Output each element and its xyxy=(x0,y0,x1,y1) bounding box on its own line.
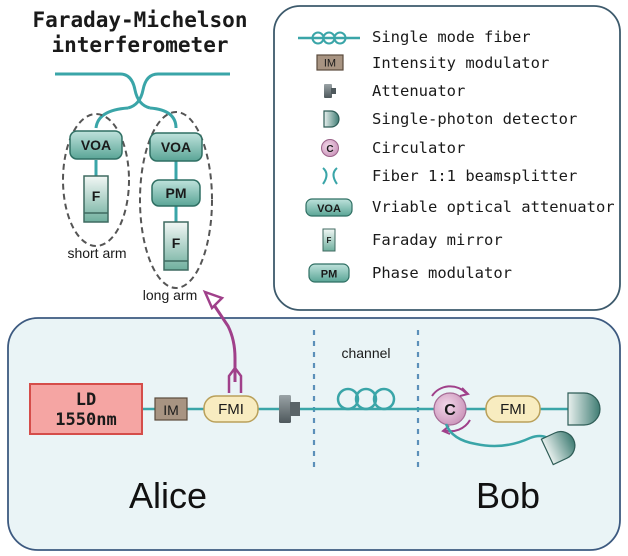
bs-fiber-left xyxy=(55,72,151,110)
intensity-modulator xyxy=(154,397,188,421)
long-arm-pm-label: PM xyxy=(166,185,187,201)
alice-fmi-label: FMI xyxy=(218,401,244,418)
channel-fiber-coil xyxy=(336,387,396,411)
legend-label-4: Circulator xyxy=(372,139,465,157)
long-arm-faraday-label: F xyxy=(172,235,181,251)
title-line-1: Faraday-Michelson xyxy=(33,8,248,32)
long-arm-label: long arm xyxy=(143,287,197,303)
legend-label-7: Faraday mirror xyxy=(372,231,503,249)
legend-box xyxy=(273,5,621,311)
long-arm-phase-modulator xyxy=(151,179,201,207)
legend-label-3: Single-photon detector xyxy=(372,110,577,128)
bob-fmi xyxy=(485,395,541,423)
legend-label-6: Vriable optical attenuator xyxy=(372,198,615,216)
channel-label: channel xyxy=(341,345,390,361)
short-arm-voa-label: VOA xyxy=(81,137,111,153)
short-arm-faraday-label: F xyxy=(92,188,101,204)
short-arm-outline xyxy=(62,113,130,247)
long-arm-fiber xyxy=(149,106,178,129)
short-arm-faraday-mirror xyxy=(83,175,109,223)
legend-voa-text: VOA xyxy=(317,203,341,215)
bob-circulator-label: C xyxy=(444,402,456,419)
long-arm-voa xyxy=(149,132,203,162)
intensity-modulator-label: IM xyxy=(163,402,179,418)
bob-circulator xyxy=(433,392,467,426)
short-arm-label: short arm xyxy=(67,245,126,261)
legend-label-2: Attenuator xyxy=(372,82,465,100)
beamsplitter-icon xyxy=(322,167,338,185)
bob-label: Bob xyxy=(476,475,540,516)
short-arm-voa xyxy=(69,130,123,160)
fmi-detail-arrow xyxy=(210,301,237,382)
legend-im-text: IM xyxy=(324,58,336,70)
bob-detector-2 xyxy=(540,430,576,466)
laser-diode xyxy=(29,383,143,435)
legend-pm-text: PM xyxy=(321,269,338,281)
legend-circ-text: C xyxy=(326,144,333,155)
short-arm-fiber xyxy=(94,106,129,129)
voa-icon: VOA xyxy=(305,198,353,217)
long-arm-outline xyxy=(139,111,213,289)
system-panel: channel LD 1550nm IM FMI C xyxy=(7,289,621,551)
alice-attenuator xyxy=(279,395,300,423)
faraday-mirror-icon: F xyxy=(322,228,336,252)
legend-label-8: Phase modulator xyxy=(372,264,512,282)
laser-diode-label-1: LD xyxy=(76,390,96,410)
attenuator-icon xyxy=(324,84,336,98)
legend: IM C VOA F xyxy=(273,5,621,311)
bob-fmi-label: FMI xyxy=(500,401,526,418)
legend-label-1: Intensity modulator xyxy=(372,54,549,72)
interferometer-detail: VOA F VOA PM F short arm long arm xyxy=(55,72,230,303)
legend-faraday-text: F xyxy=(327,236,332,245)
alice-fmi xyxy=(203,395,259,423)
title-line-2: interferometer xyxy=(51,33,228,57)
long-arm-voa-label: VOA xyxy=(161,139,191,155)
single-photon-detector-icon xyxy=(323,110,340,128)
detector-2-fiber xyxy=(444,423,549,448)
alice-label: Alice xyxy=(129,475,207,516)
fiber-coil-icon xyxy=(298,31,360,45)
legend-label-0: Single mode fiber xyxy=(372,28,531,46)
intensity-modulator-icon: IM xyxy=(316,54,344,71)
circulator-arrow-bottom xyxy=(443,419,471,433)
bob-detector-1 xyxy=(567,392,601,426)
laser-diode-label-2: 1550nm xyxy=(55,410,116,430)
circulator-icon: C xyxy=(321,139,339,157)
long-arm-faraday-mirror xyxy=(163,221,189,271)
phase-modulator-icon: PM xyxy=(308,263,350,283)
bs-fiber-right xyxy=(127,72,230,110)
legend-label-5: Fiber 1:1 beamsplitter xyxy=(372,167,577,185)
